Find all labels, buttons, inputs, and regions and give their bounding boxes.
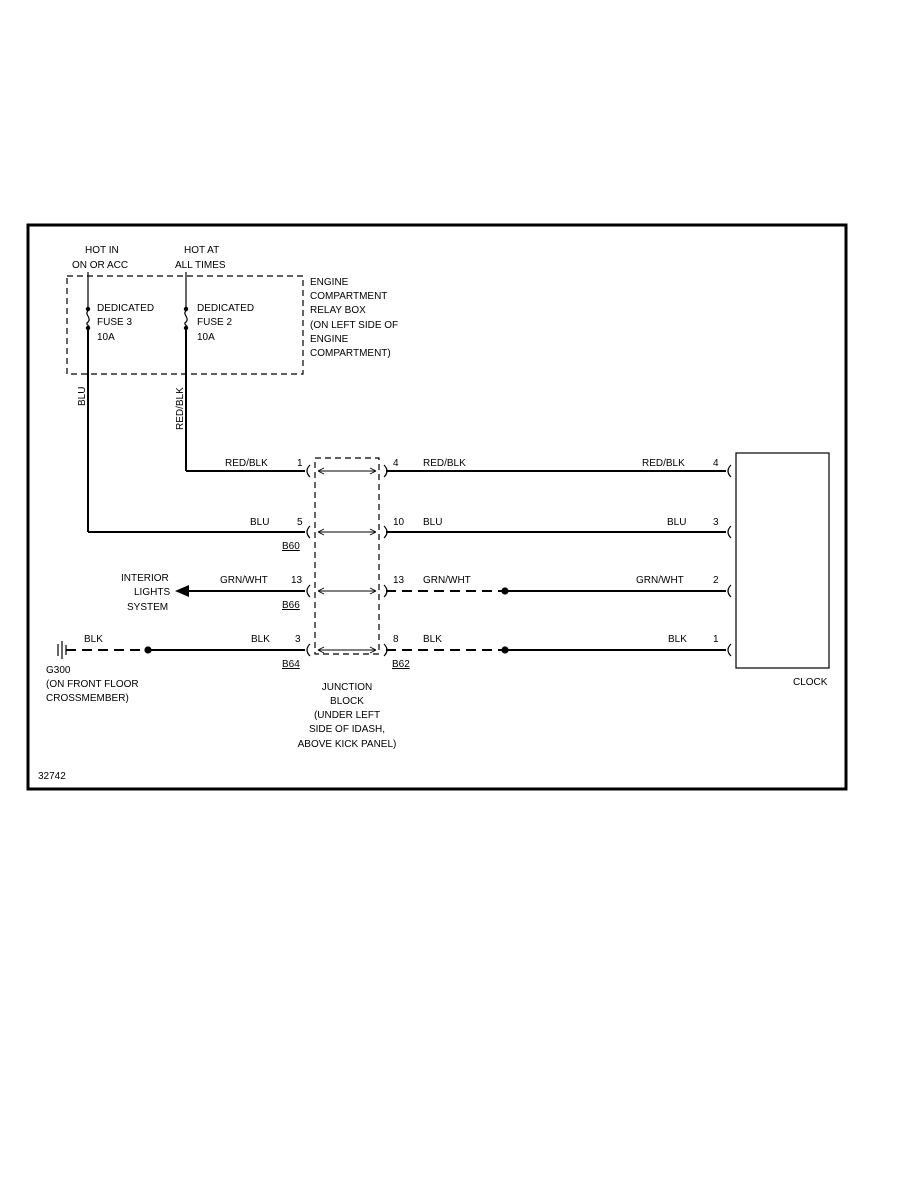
row-blk: BLK G300 (ON FRONT FLOOR CROSSMEMBER) BL… <box>46 634 732 704</box>
redblk-vertical-label: RED/BLK <box>175 387 186 430</box>
relay-box-label: ENGINE COMPARTMENT RELAY BOX (ON LEFT SI… <box>310 277 398 359</box>
row-grnwht: INTERIOR LIGHTS SYSTEM GRN/WHT 13 B66 13… <box>121 573 732 613</box>
row1-right-wire: RED/BLK <box>423 458 466 469</box>
supply-titles: HOT IN ON OR ACC HOT AT ALL TIMES <box>72 245 226 271</box>
relay-box-label-5: ENGINE <box>310 334 349 345</box>
fuse2-symbol <box>183 306 189 331</box>
row4-left-connector: B64 <box>282 659 300 670</box>
row4-right-pin: 8 <box>393 634 399 645</box>
row1-clock-wire: RED/BLK <box>642 458 685 469</box>
fuse3-symbol <box>85 306 91 331</box>
figure-id: 32742 <box>38 771 66 782</box>
fuse2-label-1: DEDICATED <box>197 303 254 314</box>
ground-label-2: (ON FRONT FLOOR <box>46 679 139 690</box>
row1-clock-pin: 4 <box>713 458 719 469</box>
ground-label-3: CROSSMEMBER) <box>46 693 129 704</box>
junction-label-2: BLOCK <box>330 696 364 707</box>
clock-label: CLOCK <box>793 677 828 688</box>
row4-right-wire: BLK <box>423 634 442 645</box>
row3-left-wire: GRN/WHT <box>220 575 268 586</box>
row2-left-pin: 5 <box>297 517 303 528</box>
row-redblk: RED/BLK 1 4 RED/BLK RED/BLK 4 <box>186 458 732 478</box>
interior-lights-arrow <box>175 585 189 597</box>
row2-right-pin: 10 <box>393 517 405 528</box>
row2-right-wire: BLU <box>423 517 442 528</box>
row2-clock-pin: 3 <box>713 517 719 528</box>
junction-label-5: ABOVE KICK PANEL) <box>298 739 397 750</box>
row1-left-pin: 1 <box>297 458 303 469</box>
row4-left-pin: 3 <box>295 634 301 645</box>
row3-left-connector: B66 <box>282 600 300 611</box>
ground-symbol <box>57 641 67 659</box>
row4-right-connector: B62 <box>392 659 410 670</box>
fuse3-label-2: FUSE 3 <box>97 317 132 328</box>
row3-left-pin: 13 <box>291 575 303 586</box>
clock-box <box>735 452 830 669</box>
hot-in-title-2: ON OR ACC <box>72 260 128 271</box>
junction-label-3: (UNDER LEFT <box>314 710 380 721</box>
fuse2-label: DEDICATED FUSE 2 10A <box>197 303 254 343</box>
row4-clock-wire: BLK <box>668 634 687 645</box>
row1-left-wire: RED/BLK <box>225 458 268 469</box>
fuse3-label: DEDICATED FUSE 3 10A <box>97 303 154 343</box>
row2-left-connector: B60 <box>282 541 300 552</box>
row2-left-wire: BLU <box>250 517 269 528</box>
junction-label-4: SIDE OF IDASH, <box>309 724 385 735</box>
row2-clock-wire: BLU <box>667 517 686 528</box>
diagram-frame <box>26 223 848 791</box>
ground-label-1: G300 <box>46 665 71 676</box>
fuse3-label-1: DEDICATED <box>97 303 154 314</box>
interior-lights-label-3: SYSTEM <box>127 602 168 613</box>
fuse2-label-3: 10A <box>197 332 215 343</box>
ground-wire-label: BLK <box>84 634 103 645</box>
row3-right-wire: GRN/WHT <box>423 575 471 586</box>
row3-clock-wire: GRN/WHT <box>636 575 684 586</box>
blu-vertical-label: BLU <box>77 387 88 406</box>
relay-box-label-6: COMPARTMENT) <box>310 348 391 359</box>
row3-right-pin: 13 <box>393 575 405 586</box>
row3-clock-pin: 2 <box>713 575 719 586</box>
fuse2-label-2: FUSE 2 <box>197 317 232 328</box>
relay-box-label-4: (ON LEFT SIDE OF <box>310 320 398 331</box>
hot-at-title-2: ALL TIMES <box>175 260 226 271</box>
junction-block-label: JUNCTION BLOCK (UNDER LEFT SIDE OF IDASH… <box>298 682 397 750</box>
junction-block-outline <box>314 457 380 655</box>
hot-in-title-1: HOT IN <box>85 245 119 256</box>
fuse3-label-3: 10A <box>97 332 115 343</box>
relay-box-label-1: ENGINE <box>310 277 349 288</box>
hot-at-title-1: HOT AT <box>184 245 219 256</box>
row4-clock-pin: 1 <box>713 634 719 645</box>
interior-lights-label-1: INTERIOR <box>121 573 169 584</box>
junction-label-1: JUNCTION <box>322 682 373 693</box>
relay-box-label-3: RELAY BOX <box>310 305 366 316</box>
row-blu: BLU 5 B60 10 BLU BLU 3 <box>88 517 732 552</box>
interior-lights-label-2: LIGHTS <box>134 587 170 598</box>
row4-left-wire: BLK <box>251 634 270 645</box>
row1-right-pin: 4 <box>393 458 399 469</box>
relay-box-label-2: COMPARTMENT <box>310 291 387 302</box>
